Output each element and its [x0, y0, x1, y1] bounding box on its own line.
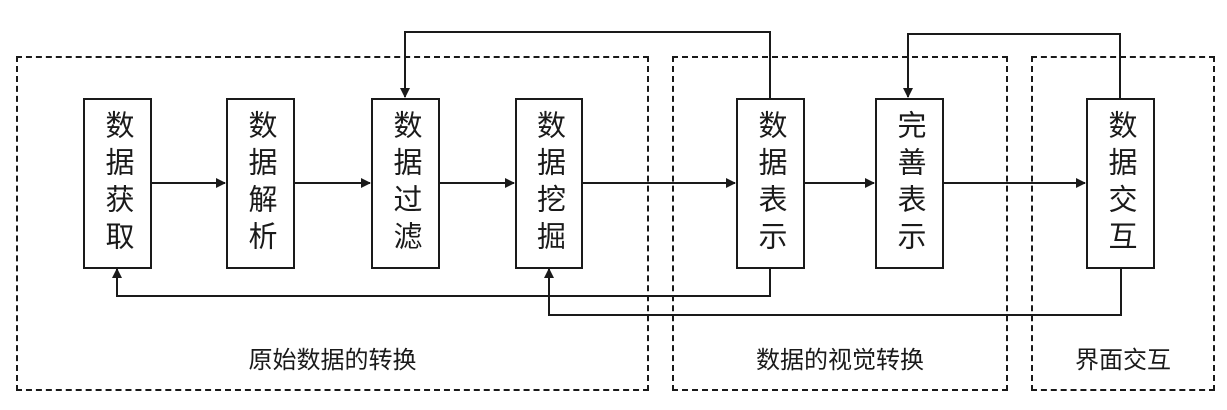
node-label: 数据表示	[754, 109, 788, 258]
node-label: 完善表示	[893, 109, 927, 258]
group-raw-data-transform: 原始数据的转换	[16, 56, 649, 391]
node-refine-representation: 完善表示	[875, 98, 944, 269]
node-label: 数据解析	[244, 109, 278, 258]
node-data-interaction: 数据交互	[1086, 98, 1155, 269]
edge-interact-mine	[544, 268, 1122, 316]
node-label: 数据交互	[1104, 109, 1138, 258]
node-data-parsing: 数据解析	[226, 98, 295, 269]
group-label-visual: 数据的视觉转换	[756, 346, 924, 374]
node-label: 数据获取	[101, 109, 135, 258]
group-label-raw: 原始数据的转换	[248, 346, 417, 374]
edge-represent-acquire	[112, 268, 771, 297]
group-ui-interaction: 界面交互	[1031, 56, 1215, 391]
node-data-representation: 数据表示	[736, 98, 805, 269]
group-label-ui: 界面交互	[1075, 346, 1171, 374]
node-label: 数据挖掘	[532, 109, 567, 258]
node-data-filtering: 数据过滤	[371, 98, 440, 269]
node-data-acquisition: 数据获取	[83, 98, 152, 269]
node-data-mining: 数据挖掘	[515, 98, 583, 269]
group-visual-transform: 数据的视觉转换	[672, 56, 1008, 391]
node-label: 数据过滤	[389, 109, 423, 258]
edge-represent-filter	[400, 31, 771, 98]
edge-interact-refine	[903, 33, 1121, 98]
